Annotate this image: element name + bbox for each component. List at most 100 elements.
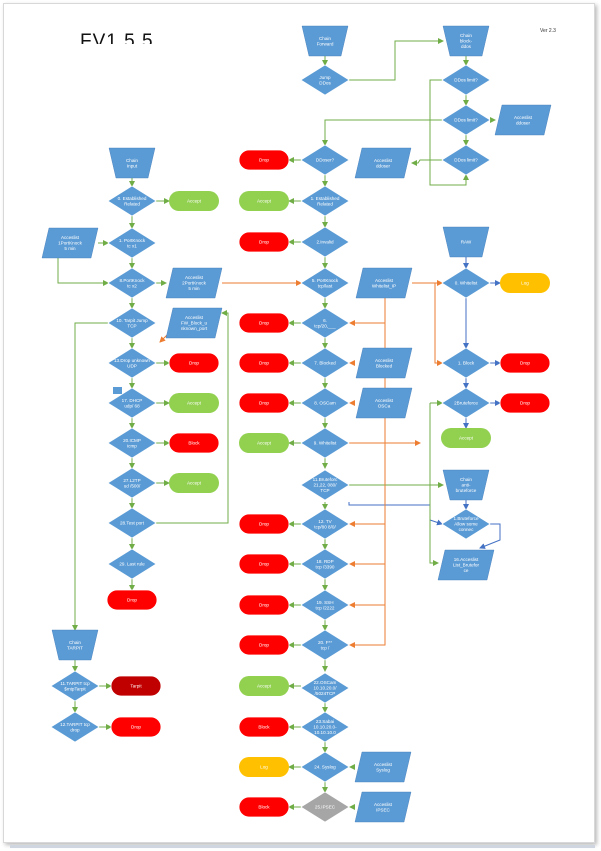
terminal-shape [169, 191, 219, 211]
chain-shape [442, 226, 490, 258]
acceslist-shape [354, 791, 412, 823]
terminal-shape [238, 392, 290, 414]
node-block-icmp: Block [168, 432, 220, 454]
node-label: 28.Test port [120, 521, 145, 526]
decision-shape [441, 64, 491, 96]
decision-shape [300, 267, 350, 299]
terminal-shape [499, 392, 551, 414]
node-label: DDoser? [316, 158, 335, 163]
node-ddoser-q: DDoser? [300, 144, 350, 176]
decision-shape [300, 226, 350, 258]
connector-82 [349, 323, 386, 648]
connector-73 [348, 502, 443, 526]
node-oscam: 8. OSCam [300, 387, 350, 419]
node-label: Drop [127, 598, 137, 603]
node-label: 11.TARPIT tcp$mtpTarpit [60, 681, 90, 692]
node-drop-invalid: Drop [238, 231, 290, 253]
node-label: Accept [257, 199, 272, 204]
terminal-shape [238, 352, 290, 374]
node-ddos-limit2: DDos limit? [441, 104, 491, 136]
connector-7 [322, 119, 442, 146]
decision-shape [300, 469, 350, 501]
decision-shape [300, 387, 350, 419]
decision-shape [300, 629, 350, 661]
terminal-shape [238, 231, 290, 253]
acceslist-shape [354, 147, 412, 179]
acceslist-shape [165, 267, 223, 299]
node-label: Block [258, 805, 270, 810]
terminal-shape [169, 473, 219, 493]
node-accept-l2tp: Accept [169, 473, 219, 493]
terminal-shape [238, 594, 290, 616]
node-invalid: 2.Invalid [300, 226, 350, 258]
connector-23 [72, 322, 108, 631]
node-drop-8: Drop [238, 392, 290, 414]
node-log-24: Log [239, 757, 289, 777]
node-whitelist-mid: 9. Whitelist [300, 427, 350, 459]
small-square-marker [113, 387, 122, 394]
node-accept-22: Accept [239, 676, 289, 696]
terminal-shape [238, 796, 290, 818]
node-label: 7. Blocked [314, 361, 336, 366]
chain-shape [301, 25, 349, 57]
terminal-shape [110, 716, 162, 738]
terminal-shape [238, 634, 290, 656]
connector-87 [479, 523, 501, 549]
node-drop-last: Drop [106, 589, 158, 611]
decision-shape [107, 347, 157, 379]
node-syslog: 24. Syslog [300, 751, 350, 783]
acceslist-shape [355, 387, 413, 419]
chain-shape [51, 629, 99, 661]
node-drop-18: Drop [238, 553, 290, 575]
terminal-shape [238, 312, 290, 334]
decision-shape [300, 427, 350, 459]
acceslist-shape [355, 267, 413, 299]
version-label: Ver 2.3 [540, 28, 556, 34]
node-label: Tarpit [130, 684, 142, 689]
decision-shape [441, 347, 491, 379]
connector-78 [434, 283, 443, 366]
connector-20 [57, 258, 109, 286]
node-tarpit-tcp: 11.TARPIT tcp$mtpTarpit [50, 670, 100, 702]
node-drop-unknown-res: Drop [168, 352, 220, 374]
node-label: Drop [259, 158, 269, 163]
node-label: 25.IPSEC [315, 805, 336, 810]
node-label: Accept [187, 481, 202, 486]
decision-shape [107, 185, 157, 217]
terminal-shape [499, 352, 551, 374]
node-ftp: 20. F**tcp / [300, 629, 350, 661]
node-node-6: 6.tcp/20,___ [300, 307, 350, 339]
node-blocked: 7. Blocked [300, 347, 350, 379]
decision-shape [107, 427, 157, 459]
acceslist-shape [437, 549, 495, 581]
